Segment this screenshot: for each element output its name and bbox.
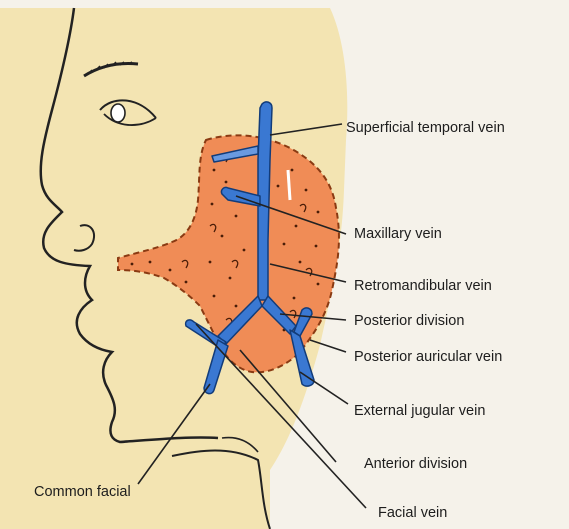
eye-iris (111, 104, 125, 122)
label-superficial-temporal-vein: Superficial temporal vein (346, 121, 505, 136)
label-external-jugular-vein: External jugular vein (354, 404, 485, 419)
label-anterior-division: Anterior division (364, 457, 467, 472)
label-posterior-division: Posterior division (354, 314, 464, 329)
label-maxillary-vein: Maxillary vein (354, 227, 442, 242)
gland-highlight (288, 170, 290, 200)
label-posterior-auricular-vein: Posterior auricular vein (354, 350, 502, 365)
label-retromandibular-vein: Retromandibular vein (354, 279, 492, 294)
label-facial-vein: Facial vein (378, 506, 447, 521)
label-common-facial: Common facial (34, 485, 131, 500)
